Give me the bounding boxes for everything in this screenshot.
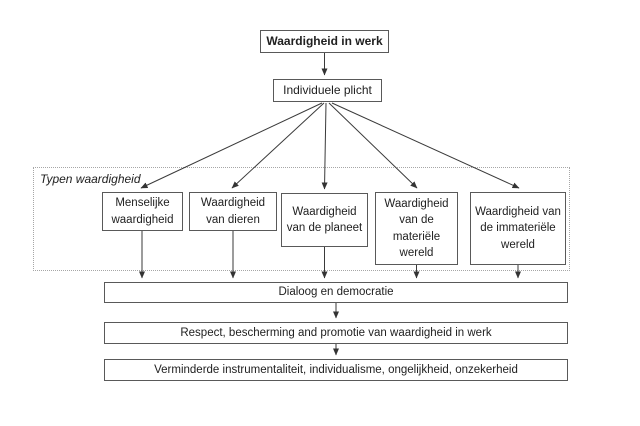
arrow-duty-to-immateriele [331, 102, 520, 189]
arrow-duty-to-dieren [231, 102, 325, 189]
box-individuele-plicht: Individuele plicht [273, 79, 382, 102]
box-verminderde-instrumentaliteit: Verminderde instrumentaliteit, individua… [104, 359, 568, 381]
box-waardigheid-in-werk: Waardigheid in werk [260, 30, 389, 53]
arrow-duty-to-menselijke [140, 102, 323, 189]
arrow-duty-to-planeet [321, 102, 328, 190]
typen-waardigheid-group-label: Typen waardigheid [40, 172, 141, 186]
box-menselijke-waardigheid: Menselijke waardigheid [102, 192, 183, 231]
box-respect-bescherming-promotie: Respect, bescherming and promotie van wa… [104, 322, 568, 344]
box-waardigheid-materiele-wereld: Waardigheid van de materiële wereld [375, 192, 458, 265]
box-waardigheid-van-de-planeet: Waardigheid van de planeet [281, 193, 368, 247]
box-waardigheid-van-dieren: Waardigheid van dieren [189, 192, 277, 231]
arrow-duty-to-materiele [328, 102, 418, 189]
box-dialoog-en-democratie: Dialoog en democratie [104, 282, 568, 303]
box-waardigheid-immateriele-wereld: Waardigheid van de immateriële wereld [470, 192, 566, 265]
